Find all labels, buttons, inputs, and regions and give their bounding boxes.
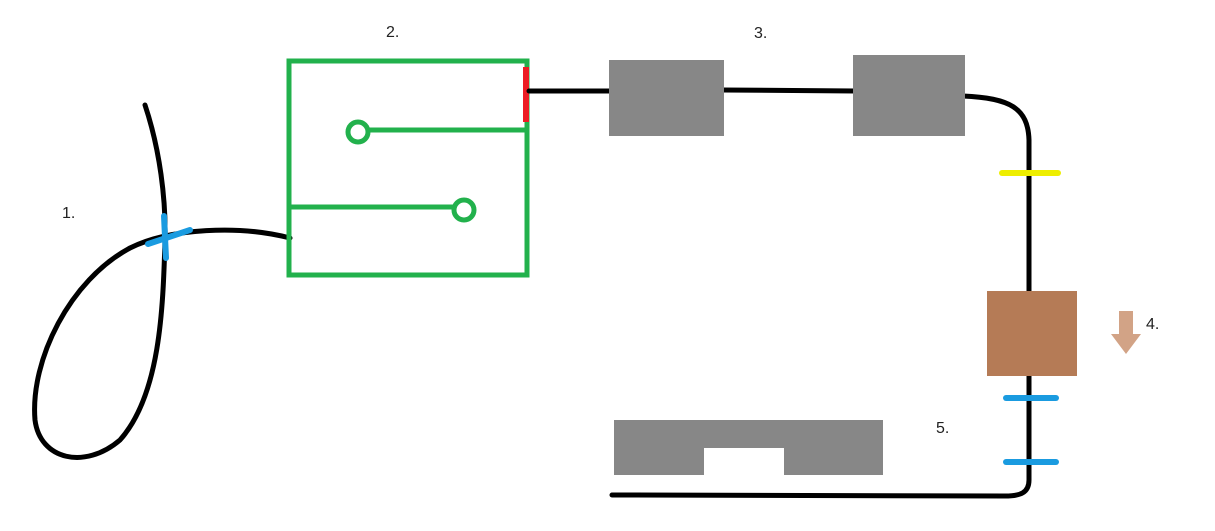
cable-loop bbox=[32, 102, 293, 460]
step-label-2: 2. bbox=[386, 24, 399, 41]
switch-terminal-lower bbox=[451, 197, 477, 223]
step-label-3: 3. bbox=[754, 25, 767, 42]
switch-terminal-upper bbox=[345, 119, 371, 145]
crossing-marker-h bbox=[145, 227, 193, 247]
step-label-4: 4. bbox=[1146, 316, 1159, 333]
gray-block-2 bbox=[853, 55, 965, 136]
cable-main bbox=[526, 87, 1032, 499]
down-arrow-icon bbox=[1111, 311, 1141, 354]
step-label-5: 5. bbox=[936, 420, 949, 437]
gray-channel-block bbox=[614, 420, 883, 475]
brown-block bbox=[987, 291, 1077, 376]
crossing-marker-v bbox=[161, 213, 169, 261]
step-label-1: 1. bbox=[62, 205, 75, 222]
gray-block-1 bbox=[609, 60, 724, 136]
switch-box bbox=[286, 58, 530, 278]
